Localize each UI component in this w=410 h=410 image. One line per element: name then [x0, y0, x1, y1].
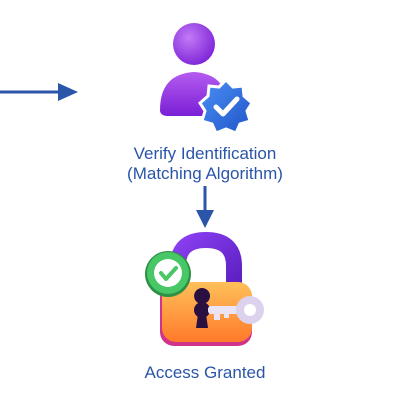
checkmark-icon: [145, 251, 191, 297]
verified-user-icon: [160, 23, 254, 135]
padlock-icon: [145, 232, 264, 346]
verify-label-line1: Verify Identification: [133, 144, 277, 163]
access-granted-label: Access Granted: [144, 363, 266, 382]
verify-label-line2: (Matching Algorithm): [127, 164, 283, 183]
down-arrow: [196, 186, 214, 228]
verify-identification-label: Verify Identification (Matching Algorith…: [90, 144, 320, 184]
incoming-arrow: [0, 83, 78, 101]
verified-badge-icon: [198, 77, 254, 135]
key-icon: [208, 296, 264, 324]
